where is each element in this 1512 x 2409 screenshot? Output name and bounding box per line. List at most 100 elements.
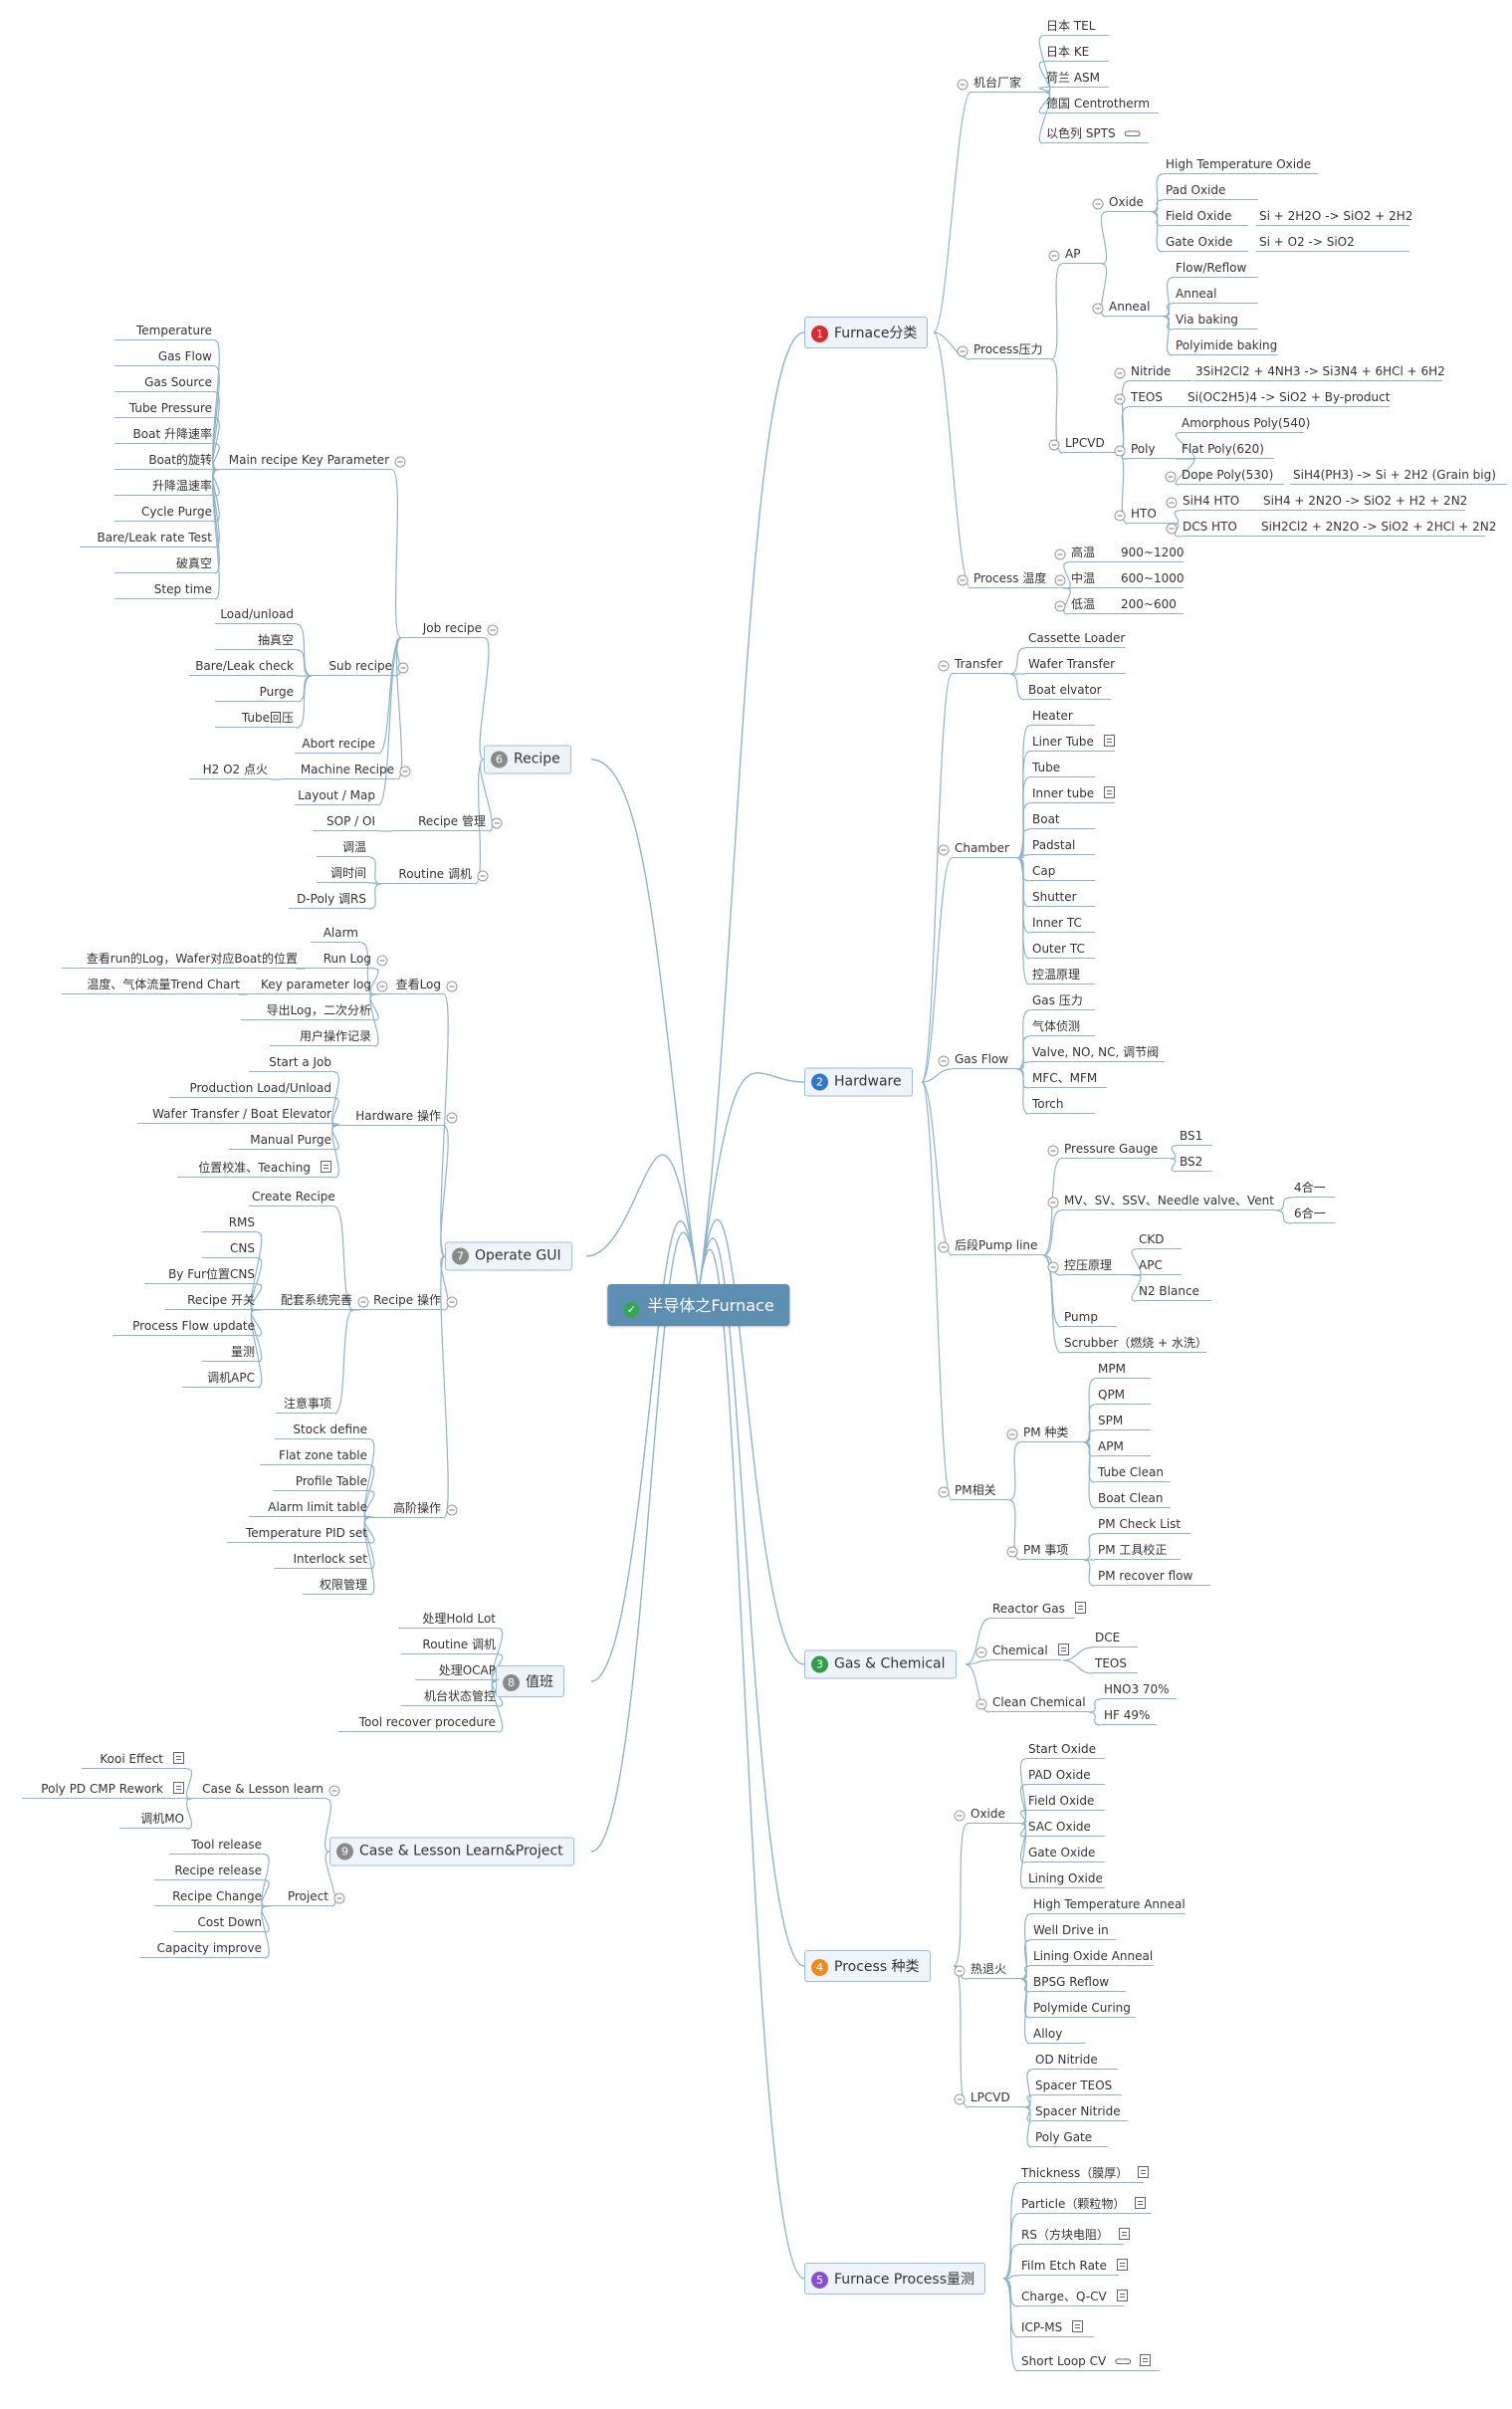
node-layout[interactable]: Layout / Map <box>295 787 378 805</box>
node-fieldox[interactable]: Field Oxide <box>1025 1793 1105 1811</box>
node-mid[interactable]: 中温 <box>1068 570 1124 588</box>
note-icon[interactable] <box>1074 1602 1086 1614</box>
note-icon[interactable] <box>1104 786 1116 798</box>
collapse-toggle-icon[interactable] <box>328 1785 340 1797</box>
node-interlock[interactable]: Interlock set <box>274 1551 370 1569</box>
node-poly[interactable]: Poly <box>1128 441 1191 459</box>
node-padox[interactable]: PAD Oxide <box>1025 1767 1105 1785</box>
node-cll[interactable]: Case & Lesson learn <box>191 1781 326 1799</box>
node-mpm[interactable]: MPM <box>1095 1361 1151 1379</box>
collapse-toggle-icon[interactable] <box>938 1055 950 1067</box>
node-valve[interactable]: Valve, NO, NC, 调节阀 <box>1029 1044 1165 1062</box>
node-wtbe[interactable]: Wafer Transfer / Boat Elevator <box>137 1106 334 1124</box>
collapse-toggle-icon[interactable] <box>938 660 950 672</box>
node-boat[interactable]: Boat <box>1029 811 1095 829</box>
collapse-toggle-icon[interactable] <box>938 844 950 856</box>
node-ppd[interactable]: Poly PD CMP Rework <box>22 1781 187 1799</box>
collapse-toggle-icon[interactable] <box>957 79 969 91</box>
node-transfer[interactable]: Transfer <box>952 656 1009 674</box>
collapse-toggle-icon[interactable] <box>446 981 458 992</box>
node-centro[interactable]: 德国 Centrotherm <box>1043 96 1159 113</box>
node-mv[interactable]: MV、SV、SSV、Needle valve、Vent <box>1061 1193 1276 1210</box>
node-tpid[interactable]: Temperature PID set <box>227 1525 370 1543</box>
node-startjob[interactable]: Start a Job <box>249 1054 334 1072</box>
node-icp[interactable]: ICP-MS <box>1018 2319 1094 2337</box>
node-kp8[interactable]: Cycle Purge <box>114 504 215 522</box>
node-ocap[interactable]: 处理OCAP <box>415 1662 499 1680</box>
node-userop[interactable]: 用户操作记录 <box>270 1028 374 1046</box>
root-node[interactable]: ✓半导体之Furnace <box>607 1284 790 1326</box>
node-anneal[interactable]: Anneal <box>1106 299 1164 317</box>
node-zysx[interactable]: 注意事项 <box>276 1396 334 1414</box>
node-wafer_t[interactable]: Wafer Transfer <box>1025 656 1126 674</box>
collapse-toggle-icon[interactable] <box>487 624 499 636</box>
node-mfc[interactable]: MFC、MFM <box>1029 1070 1107 1088</box>
node-pmmatter[interactable]: PM 事项 <box>1020 1542 1084 1560</box>
node-dpoly2[interactable]: D-Poly 调RS <box>289 891 369 909</box>
node-nitride_eq[interactable]: 3SiH2Cl2 + 4NH3 -> Si3N4 + 6HCl + 6H2 <box>1192 363 1445 381</box>
node-boat_elv[interactable]: Boat elvator <box>1025 682 1111 700</box>
node-liningox[interactable]: Lining Oxide <box>1025 1870 1105 1888</box>
node-sr5[interactable]: Tube回压 <box>215 710 297 728</box>
node-pm[interactable]: PM相关 <box>952 1482 1009 1500</box>
node-rtj[interactable]: 热退火 <box>968 1961 1021 1979</box>
node-apc[interactable]: APC <box>1136 1257 1182 1275</box>
node-routine2[interactable]: Routine 调机 <box>401 1637 499 1654</box>
node-kwyl[interactable]: 控温原理 <box>1029 967 1095 985</box>
node-pfu[interactable]: Process Flow update <box>112 1318 258 1336</box>
node-hwop[interactable]: Hardware 操作 <box>336 1108 444 1126</box>
node-anneal2[interactable]: Anneal <box>1173 286 1258 304</box>
node-sih4hto_eq[interactable]: SiH4 + 2N2O -> SiO2 + H2 + 2N2 <box>1260 493 1467 511</box>
note-icon[interactable] <box>1138 2166 1150 2178</box>
node-routine[interactable]: Routine 调机 <box>381 866 475 884</box>
collapse-toggle-icon[interactable] <box>954 1965 966 1977</box>
node-snit[interactable]: Spacer Nitride <box>1032 2103 1128 2121</box>
node-tjapc[interactable]: 调机APC <box>182 1370 258 1388</box>
note-icon[interactable] <box>1118 2228 1130 2240</box>
node-bclean[interactable]: Boat Clean <box>1095 1490 1171 1508</box>
node-low[interactable]: 低温 <box>1068 596 1124 614</box>
node-wdi[interactable]: Well Drive in <box>1030 1922 1116 1940</box>
node-temp[interactable]: Process 温度 <box>971 570 1066 588</box>
node-kp5[interactable]: Boat 升降速率 <box>114 426 215 444</box>
node-gate[interactable]: Gate Oxide <box>1163 234 1248 252</box>
node-trp[interactable]: Tool recover procedure <box>338 1714 499 1732</box>
node-perm[interactable]: 权限管理 <box>303 1577 370 1595</box>
node-hta[interactable]: High Temperature Anneal <box>1030 1896 1186 1914</box>
note-icon[interactable] <box>1072 2320 1084 2332</box>
node-polyimide[interactable]: Polyimide baking <box>1173 337 1278 355</box>
node-loa[interactable]: Lining Oxide Anneal <box>1030 1948 1154 1966</box>
node-pmcheck[interactable]: PM Check List <box>1095 1516 1190 1534</box>
node-h2o2[interactable]: H2 O2 点火 <box>189 762 271 779</box>
node-pump2[interactable]: Pump <box>1061 1309 1117 1327</box>
node-qpm[interactable]: QPM <box>1095 1387 1151 1405</box>
node-qcv[interactable]: Charge、Q-CV <box>1018 2289 1128 2306</box>
note-icon[interactable] <box>1135 2197 1147 2209</box>
node-kp2[interactable]: Gas Flow <box>114 348 215 366</box>
node-subrec[interactable]: Sub recipe <box>312 658 395 676</box>
collapse-toggle-icon[interactable] <box>491 817 503 829</box>
node-cleanchem[interactable]: Clean Chemical <box>989 1694 1089 1712</box>
collapse-toggle-icon[interactable] <box>1054 600 1066 612</box>
node-flat[interactable]: Flat zone table <box>260 1447 370 1465</box>
collapse-toggle-icon[interactable] <box>1165 471 1177 483</box>
node-kp3[interactable]: Gas Source <box>114 374 215 392</box>
node-pt[interactable]: 配套系统完善 <box>255 1292 355 1310</box>
node-innertc[interactable]: Inner TC <box>1029 915 1095 933</box>
node-prodload[interactable]: Production Load/Unload <box>169 1080 334 1098</box>
link-icon[interactable]: ⊂⊃ <box>1114 2354 1132 2368</box>
node-teos[interactable]: TEOS <box>1128 389 1191 407</box>
node-profile[interactable]: Profile Table <box>274 1473 370 1491</box>
node-hf[interactable]: HF 49% <box>1101 1707 1157 1725</box>
collapse-toggle-icon[interactable] <box>1048 250 1060 262</box>
node-lpcvd[interactable]: LPCVD <box>1062 435 1118 453</box>
note-icon[interactable] <box>173 1752 184 1764</box>
collapse-toggle-icon[interactable] <box>1047 1145 1059 1157</box>
node-bs1[interactable]: BS1 <box>1177 1128 1212 1146</box>
node-ke[interactable]: 日本 KE <box>1043 44 1109 62</box>
node-cap[interactable]: Cap <box>1029 863 1095 881</box>
